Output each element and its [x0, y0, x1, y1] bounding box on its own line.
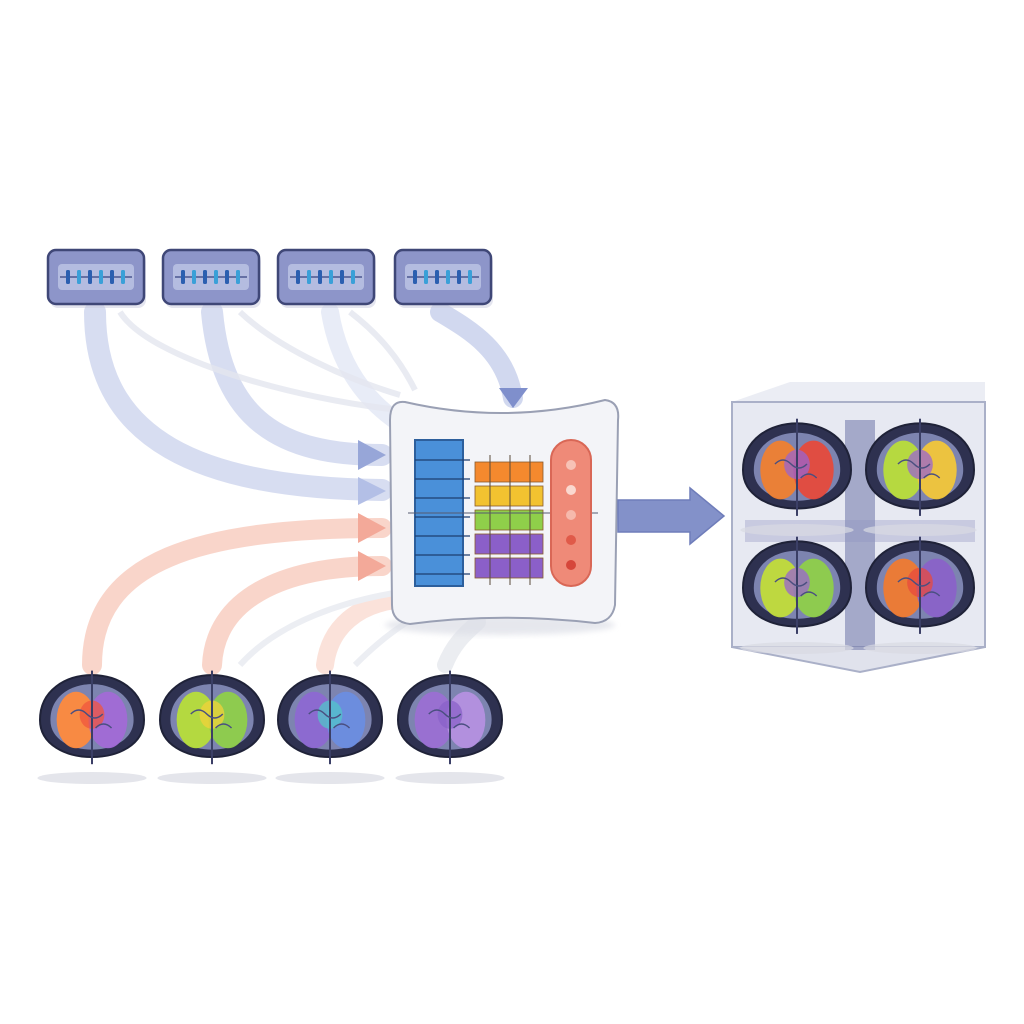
feature-row-bar	[474, 533, 544, 555]
scan-flow-3	[316, 591, 404, 674]
arrowhead-signal-1	[358, 440, 386, 470]
feature-row-bar	[474, 461, 544, 483]
output-volume	[731, 382, 986, 674]
waveform-spike	[413, 270, 417, 284]
signal-flow-thin-3	[348, 309, 418, 392]
signal-flow-thin-2	[237, 309, 401, 398]
waveform-spike	[340, 270, 344, 284]
output-scan-1	[740, 418, 854, 536]
fusion-module	[385, 398, 620, 635]
waveform-spike	[457, 270, 461, 284]
input-signals	[46, 248, 493, 308]
fusion-attention-block	[550, 439, 592, 587]
waveform-spike	[446, 270, 450, 284]
output-scans	[740, 418, 977, 654]
output-scan-4	[863, 536, 977, 654]
arrowhead-signal-2	[358, 477, 386, 505]
output-arrow	[617, 486, 726, 546]
brain-sulci	[897, 459, 941, 479]
fusion-bars	[408, 439, 598, 587]
waveform-spike	[66, 270, 70, 284]
scan-flow-1	[82, 518, 392, 675]
waveform-spike	[203, 270, 207, 284]
signal-flow-group	[84, 301, 523, 501]
waveform-spike	[99, 270, 103, 284]
output-scan-2	[863, 418, 977, 536]
signal-chip-3	[276, 248, 376, 308]
signal-flow-3	[321, 303, 404, 429]
signal-chip-2	[161, 248, 261, 308]
feature-row-bar	[474, 557, 544, 579]
waveform-spike	[88, 270, 92, 284]
attention-node-2	[566, 485, 576, 495]
attention-node-3	[566, 510, 576, 520]
attention-node-5	[566, 560, 576, 570]
scan-flow-2	[202, 556, 392, 675]
brain-sulci	[897, 577, 941, 597]
signal-flow-thin-1	[117, 310, 401, 413]
signal-chip-4	[393, 248, 493, 308]
brain-sulci	[774, 577, 818, 597]
waveform-spike	[121, 270, 125, 284]
waveform-spike	[192, 270, 196, 284]
waveform-spike	[307, 270, 311, 284]
feature-row-bar	[474, 509, 544, 531]
input-scan-2	[157, 670, 267, 784]
attention-node-1	[566, 460, 576, 470]
waveform-spike	[110, 270, 114, 284]
scan-flow-thin-1	[237, 589, 401, 667]
waveform-spike	[318, 270, 322, 284]
arrowhead-scan-1	[358, 513, 386, 543]
signal-flow-1	[84, 301, 393, 501]
brain-sulci	[190, 709, 233, 729]
input-scan-3	[275, 670, 385, 784]
waveform-spike	[236, 270, 240, 284]
waveform-spike	[77, 270, 81, 284]
waveform-spike	[329, 270, 333, 284]
brain-sulci	[428, 709, 471, 729]
waveform-spike	[296, 270, 300, 284]
brain-sulci	[70, 709, 113, 729]
brain-sulci	[774, 459, 818, 479]
signal-flow-2	[201, 301, 393, 466]
waveform-spike	[424, 270, 428, 284]
input-scans	[37, 670, 505, 784]
attention-node-4	[566, 535, 576, 545]
arrowhead-signal-top	[499, 388, 528, 408]
waveform-spike	[435, 270, 439, 284]
waveform-spike	[351, 270, 355, 284]
output-scan-3	[740, 536, 854, 654]
input-scan-1	[37, 670, 147, 784]
waveform-spike	[225, 270, 229, 284]
arrowhead-scan-2	[358, 551, 386, 581]
waveform-spike	[214, 270, 218, 284]
signal-flow-4	[430, 302, 523, 408]
feature-row-bar	[474, 485, 544, 507]
brain-sulci	[308, 709, 351, 729]
waveform-spike	[468, 270, 472, 284]
input-scan-4	[395, 670, 505, 784]
signal-chip-1	[46, 248, 146, 308]
input-arrowheads	[358, 388, 528, 581]
waveform-spike	[181, 270, 185, 284]
